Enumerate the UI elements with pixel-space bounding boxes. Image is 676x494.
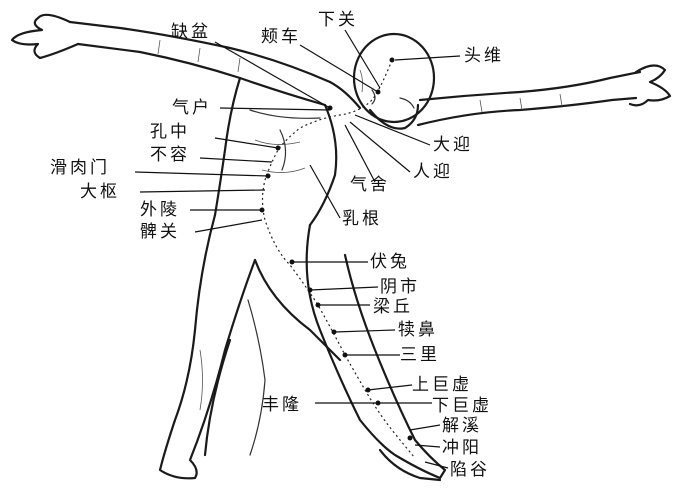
label-qishe: 气舍: [350, 175, 390, 195]
label-xiaguan: 下关: [318, 10, 358, 30]
label-jiache: 颊车: [261, 27, 301, 47]
label-burong: 不容: [150, 145, 190, 165]
label-quepen: 缺盆: [171, 22, 211, 42]
label-wailing: 外陵: [140, 200, 180, 220]
label-liangqiu: 梁丘: [373, 297, 413, 317]
label-tianshu: 大枢: [80, 182, 120, 202]
label-biguan: 髀关: [140, 222, 180, 242]
label-fenglong: 丰隆: [262, 395, 302, 415]
label-chongyang: 冲阳: [442, 438, 482, 458]
right-arm: [418, 65, 670, 125]
label-xiangu: 陷谷: [450, 460, 490, 480]
label-shangjuxu: 上巨虚: [412, 375, 472, 395]
label-huaroumen: 滑肉门: [50, 158, 110, 178]
label-yinshi: 阴市: [380, 277, 420, 297]
label-jiexi: 解溪: [442, 416, 482, 436]
label-sanli: 三里: [400, 345, 440, 365]
label-dubi: 犊鼻: [398, 320, 438, 340]
label-renying: 人迎: [413, 162, 453, 182]
head: [354, 34, 434, 129]
label-daying: 大迎: [433, 135, 473, 155]
label-qihu: 气户: [172, 98, 212, 118]
label-touwei: 头维: [464, 46, 504, 66]
label-kongzhong: 孔中: [150, 122, 190, 142]
label-futu: 伏兔: [370, 252, 410, 272]
label-rugen: 乳根: [342, 209, 382, 229]
label-xiajuxu: 下巨虚: [432, 396, 492, 416]
torso: [215, 78, 360, 225]
